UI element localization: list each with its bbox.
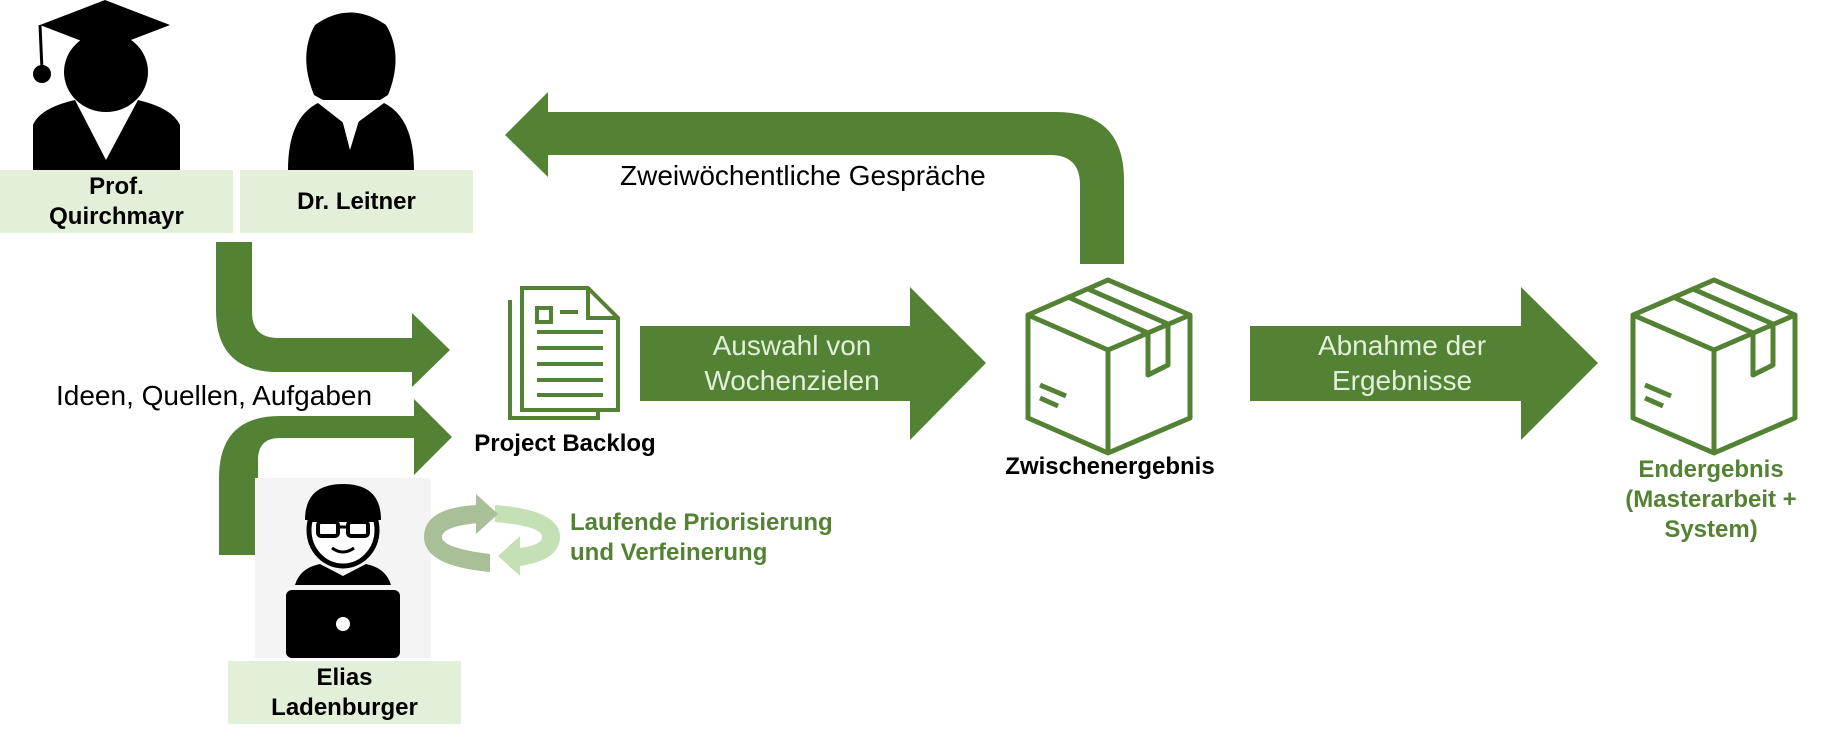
- inputs-arrow-bottom: [219, 399, 452, 555]
- person-box-prof: Prof. Quirchmayr: [0, 170, 233, 233]
- person-box-leitner: Dr. Leitner: [240, 170, 473, 233]
- select-label: Auswahl von Wochenzielen: [704, 330, 880, 396]
- prioritize-label: Laufende Priorisierung und Verfeinerung: [570, 509, 833, 566]
- backlog-label: Project Backlog: [474, 430, 656, 457]
- package-icon: [1025, 277, 1193, 456]
- accept-arrow: [1250, 287, 1598, 440]
- final-package-icon: [1630, 277, 1798, 456]
- accept-label: Abnahme der Ergebnisse: [1317, 330, 1487, 396]
- select-arrow: [640, 287, 986, 440]
- woman-avatar-icon: [288, 12, 414, 170]
- person-box-elias: Elias Ladenburger: [228, 661, 461, 724]
- inputs-arrow-top: [216, 242, 450, 387]
- inputs-label: Ideen, Quellen, Aufgaben: [56, 380, 373, 411]
- document-icon: [508, 286, 620, 420]
- interim-label: Zwischenergebnis: [1005, 453, 1215, 480]
- refresh-cycle-icon: [424, 494, 560, 576]
- student-laptop-icon: [255, 478, 431, 658]
- final-label: Endergebnis (Masterarbeit + System): [1625, 456, 1797, 543]
- graduate-icon: [33, 0, 180, 170]
- feedback-arrow: [505, 92, 1124, 264]
- feedback-label: Zweiwöchentliche Gespräche: [620, 160, 986, 191]
